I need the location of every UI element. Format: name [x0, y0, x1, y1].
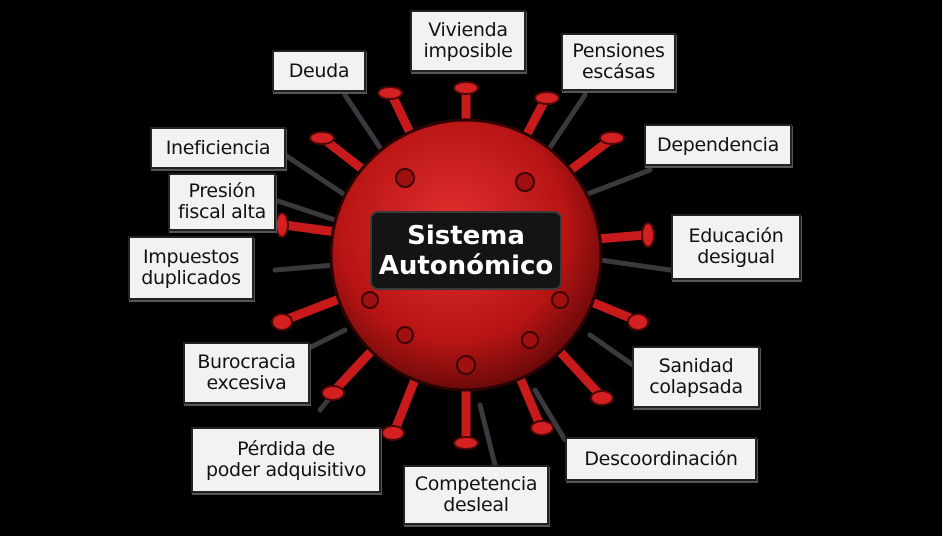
label-ineficiencia: Ineficiencia: [150, 127, 286, 169]
spike-tips: [271, 81, 655, 450]
center-title: Sistema Autonómico: [370, 211, 562, 290]
surface-bumps: [361, 168, 569, 375]
label-dependencia: Dependencia: [644, 124, 792, 166]
label-descoordinacion: Descoordinación: [565, 437, 757, 481]
center-line1: Sistema: [407, 220, 525, 251]
center-line2: Autonómico: [378, 250, 554, 281]
label-deuda: Deuda: [272, 50, 366, 92]
